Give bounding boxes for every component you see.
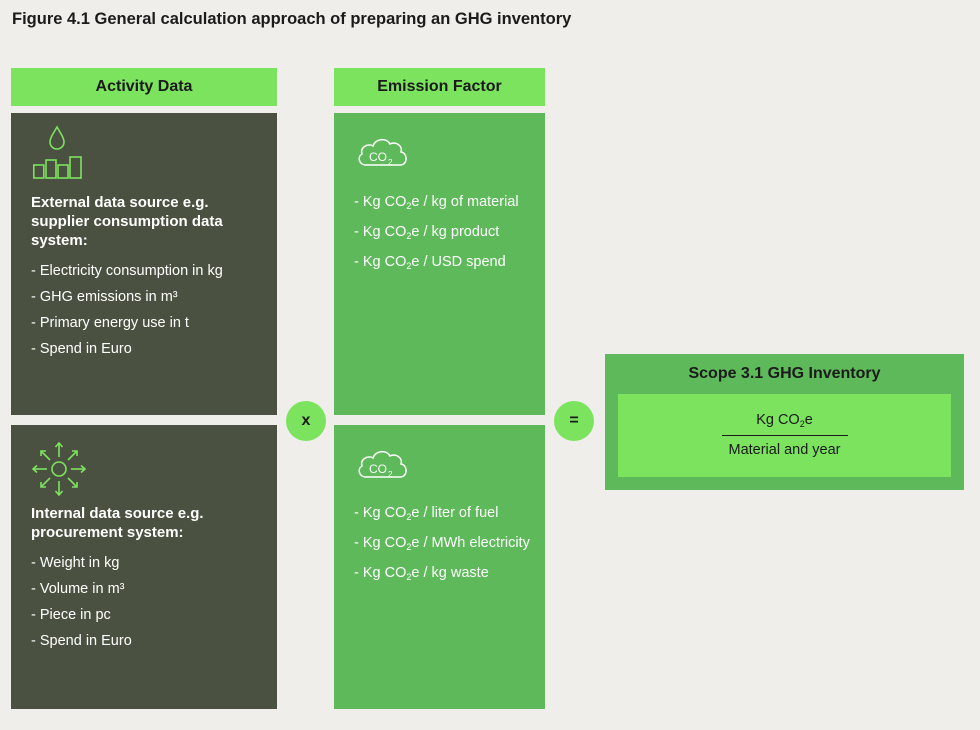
list-item: - Primary energy use in t <box>31 315 189 331</box>
list-item: - Kg CO2e / kg product <box>354 224 500 241</box>
cloud-label: CO <box>369 150 387 164</box>
internal-source-heading: Internal data source e.g. procurement sy… <box>31 505 204 541</box>
cloud-sub: 2 <box>388 158 393 167</box>
multiply-operator: x <box>286 401 326 441</box>
activity-internal-box: Internal data source e.g. procurement sy… <box>11 425 277 709</box>
scope-inventory-title: Scope 3.1 GHG Inventory <box>688 365 881 382</box>
co2-cloud-icon: CO 2 <box>356 133 410 173</box>
activity-external-box: External data source e.g. supplier consu… <box>11 113 277 415</box>
emission-internal-box: CO 2 - Kg CO2e / liter of fuel - Kg CO2e… <box>334 425 545 709</box>
list-item: - Spend in Euro <box>31 341 132 357</box>
cloud-label: CO <box>369 462 387 476</box>
internal-activity-list: - Weight in kg - Volume in m³ - Piece in… <box>31 554 271 658</box>
list-item: - GHG emissions in m³ <box>31 289 178 305</box>
equals-operator: = <box>554 401 594 441</box>
list-item: - Kg CO2e / kg of material <box>354 194 519 211</box>
list-item: - Kg CO2e / kg waste <box>354 565 489 582</box>
activity-data-header: Activity Data <box>11 68 277 106</box>
figure-title: Figure 4.1 General calculation approach … <box>12 10 572 28</box>
co2-cloud-icon: CO 2 <box>356 445 410 485</box>
formula-numerator: Kg CO2e <box>756 412 813 429</box>
activity-data-header-label: Activity Data <box>95 78 193 95</box>
emission-factor-header-label: Emission Factor <box>377 78 502 95</box>
list-item: - Volume in m³ <box>31 581 125 597</box>
cloud-sub: 2 <box>388 470 393 479</box>
external-factor-list: - Kg CO2e / kg of material - Kg CO2e / k… <box>354 193 539 283</box>
list-item: - Weight in kg <box>31 555 120 571</box>
list-item: - Kg CO2e / MWh electricity <box>354 535 530 552</box>
external-activity-list: - Electricity consumption in kg - GHG em… <box>31 262 271 366</box>
formula-denominator: Material and year <box>728 442 841 458</box>
list-item: - Piece in pc <box>31 607 111 623</box>
internal-factor-list: - Kg CO2e / liter of fuel - Kg CO2e / MW… <box>354 504 539 594</box>
scope-inventory-box: Scope 3.1 GHG Inventory Kg CO2e Material… <box>605 354 964 490</box>
emission-external-box: CO 2 - Kg CO2e / kg of material - Kg CO2… <box>334 113 545 415</box>
external-source-heading: External data source e.g. supplier consu… <box>31 194 223 249</box>
list-item: - Kg CO2e / USD spend <box>354 254 506 271</box>
emission-factor-header: Emission Factor <box>334 68 545 106</box>
list-item: - Spend in Euro <box>31 633 132 649</box>
drop-and-bar-chart-icon <box>33 125 85 180</box>
scope-formula: Kg CO2e Material and year <box>618 394 951 477</box>
list-item: - Electricity consumption in kg <box>31 263 223 279</box>
sun-arrows-icon <box>31 441 87 497</box>
fraction-line <box>722 435 848 436</box>
list-item: - Kg CO2e / liter of fuel <box>354 505 499 522</box>
